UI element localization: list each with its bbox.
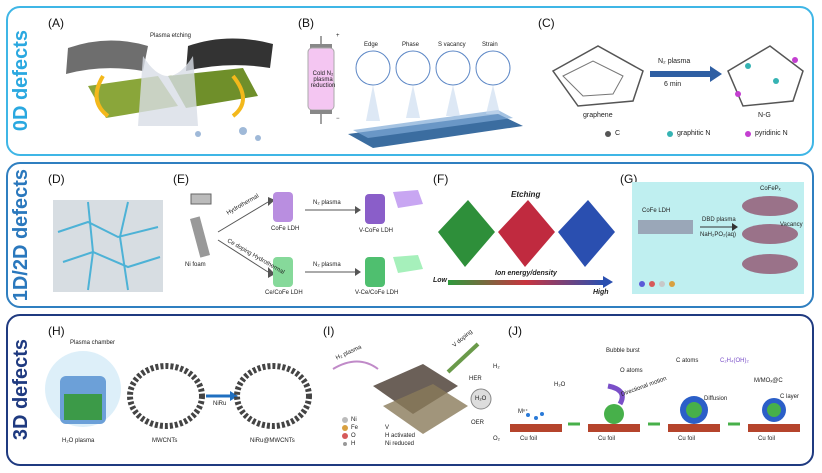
reactor-label: Cold N₂ plasma reduction	[310, 71, 336, 89]
reagent-label: NaH₂PO₂(aq)	[700, 232, 736, 238]
panel-f-label: (F)	[433, 172, 449, 186]
niru-label: NiRu	[213, 401, 227, 407]
defect-type-phase: Phase	[402, 42, 420, 48]
defect-type-edge: Edge	[364, 42, 379, 48]
ce-cofe-ldh-label: Ce/CoFe LDH	[265, 290, 303, 296]
cu-foil-label-4: Cu foil	[758, 436, 776, 442]
cu-foil-label-3: Cu foil	[678, 436, 696, 442]
high-label: High	[593, 289, 609, 296]
panel-f: (F) Etching Ion energy/density Low High	[433, 172, 618, 302]
panel-i: (I) H₂ plasma V doping HER OER H₂ O₂ H₂O…	[323, 324, 503, 460]
defect-type-s-vacancy: S vacancy	[438, 42, 466, 48]
legend-v: V	[385, 425, 390, 431]
water-j-label: H₂O	[554, 382, 566, 388]
cu-foil-label-2: Cu foil	[598, 436, 616, 442]
panel-c: (C) N₂ plasma 6 min graphene N-G C graph…	[538, 16, 808, 151]
ng-label: N-G	[758, 112, 771, 119]
panel-a-label: (A)	[48, 16, 64, 30]
legend-h: H	[351, 441, 356, 447]
v-cofe-ldh-label: V-CoFe LDH	[359, 228, 394, 234]
row-label-1d2d: 1D/2D defects	[9, 168, 32, 302]
panel-a-illustration	[66, 38, 273, 141]
row-label-0d: 0D defects	[9, 30, 32, 132]
dbd-plasma-label: DBD plasma	[702, 217, 736, 223]
h2-product-label: H₂	[493, 364, 500, 370]
panel-j: (J) Mⁿ⁺ H₂O Bubble burst O atoms Directi…	[508, 324, 808, 460]
diffusion-label: Diffusion	[704, 396, 728, 402]
ion-energy-label: Ion energy/density	[495, 270, 557, 277]
precursor-label: C₂H₄(OH)₂	[720, 358, 749, 364]
cofep-label: CoFePₓ	[760, 186, 781, 192]
panel-e-illustration	[189, 190, 423, 287]
metal-ion-label: Mⁿ⁺	[518, 409, 529, 415]
plasma-chamber-label: Plasma chamber	[70, 340, 116, 346]
legend-ni: Ni	[351, 417, 357, 423]
panel-e: (E) Ni foam Hydrothermal Ce doping Hydro…	[173, 172, 433, 302]
legend-h-activated: H activated	[385, 433, 416, 439]
panel-c-illustration	[551, 45, 804, 137]
panel-h-illustration	[45, 351, 312, 429]
cathode-sign: −	[336, 116, 340, 122]
panel-i-illustration	[332, 342, 492, 446]
panel-d-label: (D)	[48, 172, 65, 186]
panel-h: (H) Plasma chamber H₂O plasma MWCNTs NiR…	[45, 324, 318, 460]
legend-pyridinic-n: pyridinic N	[755, 130, 788, 137]
niru-mwcnts-label: NiRu@MWCNTs	[250, 438, 295, 444]
vacancy-label: Vacancy	[780, 222, 803, 228]
panel-c-label: (C)	[538, 16, 555, 30]
legend-ni-reduced: Ni reduced	[385, 441, 415, 447]
water-i-label: H₂O	[475, 396, 487, 402]
v-ce-cofe-ldh-label: V-Ce/CoFe LDH	[355, 290, 399, 296]
product-j-label: M/MOₓ@C	[754, 378, 783, 384]
panel-f-illustration	[438, 200, 615, 288]
her-label: HER	[469, 376, 482, 382]
legend-fe: Fe	[351, 425, 359, 431]
panel-e-label: (E)	[173, 172, 189, 186]
plasma-etching-label: Plasma etching	[150, 33, 192, 39]
cofe-ldh-label: CoFe LDH	[271, 226, 300, 232]
legend-graphitic-n: graphitic N	[677, 130, 711, 137]
panel-d: (D)	[48, 172, 168, 302]
legend-c: C	[615, 130, 621, 137]
panel-j-label: (J)	[508, 324, 522, 338]
panel-b: (B) + − Cold N₂ plasma reduction Edge Ph…	[298, 16, 528, 151]
panel-d-illustration	[53, 200, 163, 292]
h2o-plasma-label: H₂O plasma	[62, 438, 95, 444]
panel-b-label: (B)	[298, 16, 314, 30]
graphene-label: graphene	[583, 112, 613, 119]
c-layer-label: C layer	[780, 394, 800, 400]
panel-g: (G) CoFe LDH DBD plasma NaH₂PO₂(aq) CoFe…	[620, 172, 808, 302]
etching-label: Etching	[511, 190, 541, 199]
row-label-3d: 3D defects	[9, 339, 32, 441]
ni-foam-label: Ni foam	[185, 262, 206, 268]
plasma-bottom-label: N₂ plasma	[313, 262, 341, 268]
panel-g-illustration	[632, 182, 804, 294]
row-1d2d: 1D/2D defects (D) (E) Ni foam	[6, 162, 814, 308]
treatment-time: 6 min	[664, 81, 682, 88]
panel-i-label: (I)	[323, 324, 335, 338]
plasma-top-label: N₂ plasma	[313, 200, 341, 206]
panel-j-illustration	[510, 383, 800, 432]
n2-plasma-label: N₂ plasma	[658, 58, 691, 65]
oer-label: OER	[471, 420, 485, 426]
cu-foil-label-1: Cu foil	[520, 436, 538, 442]
o-atoms-label: O atoms	[620, 368, 643, 374]
low-label: Low	[433, 277, 447, 284]
o2-product-label: O₂	[493, 436, 500, 442]
panel-a: (A) Plasma etching	[48, 16, 288, 151]
anode-sign: +	[336, 33, 340, 39]
row-0d: 0D defects (A) Plasma etching (B)	[6, 6, 814, 156]
mwcnts-label: MWCNTs	[152, 438, 178, 444]
c-atoms-label: C atoms	[676, 358, 699, 364]
defect-type-strain: Strain	[482, 42, 498, 48]
bubble-burst-label: Bubble burst	[606, 348, 640, 354]
panel-h-label: (H)	[48, 324, 65, 338]
cofe-ldh-g-label: CoFe LDH	[642, 208, 671, 214]
legend-o: O	[351, 433, 356, 439]
panel-b-illustration	[307, 36, 523, 148]
row-3d: 3D defects (H) Plasma chamber H₂O plasma…	[6, 314, 814, 466]
